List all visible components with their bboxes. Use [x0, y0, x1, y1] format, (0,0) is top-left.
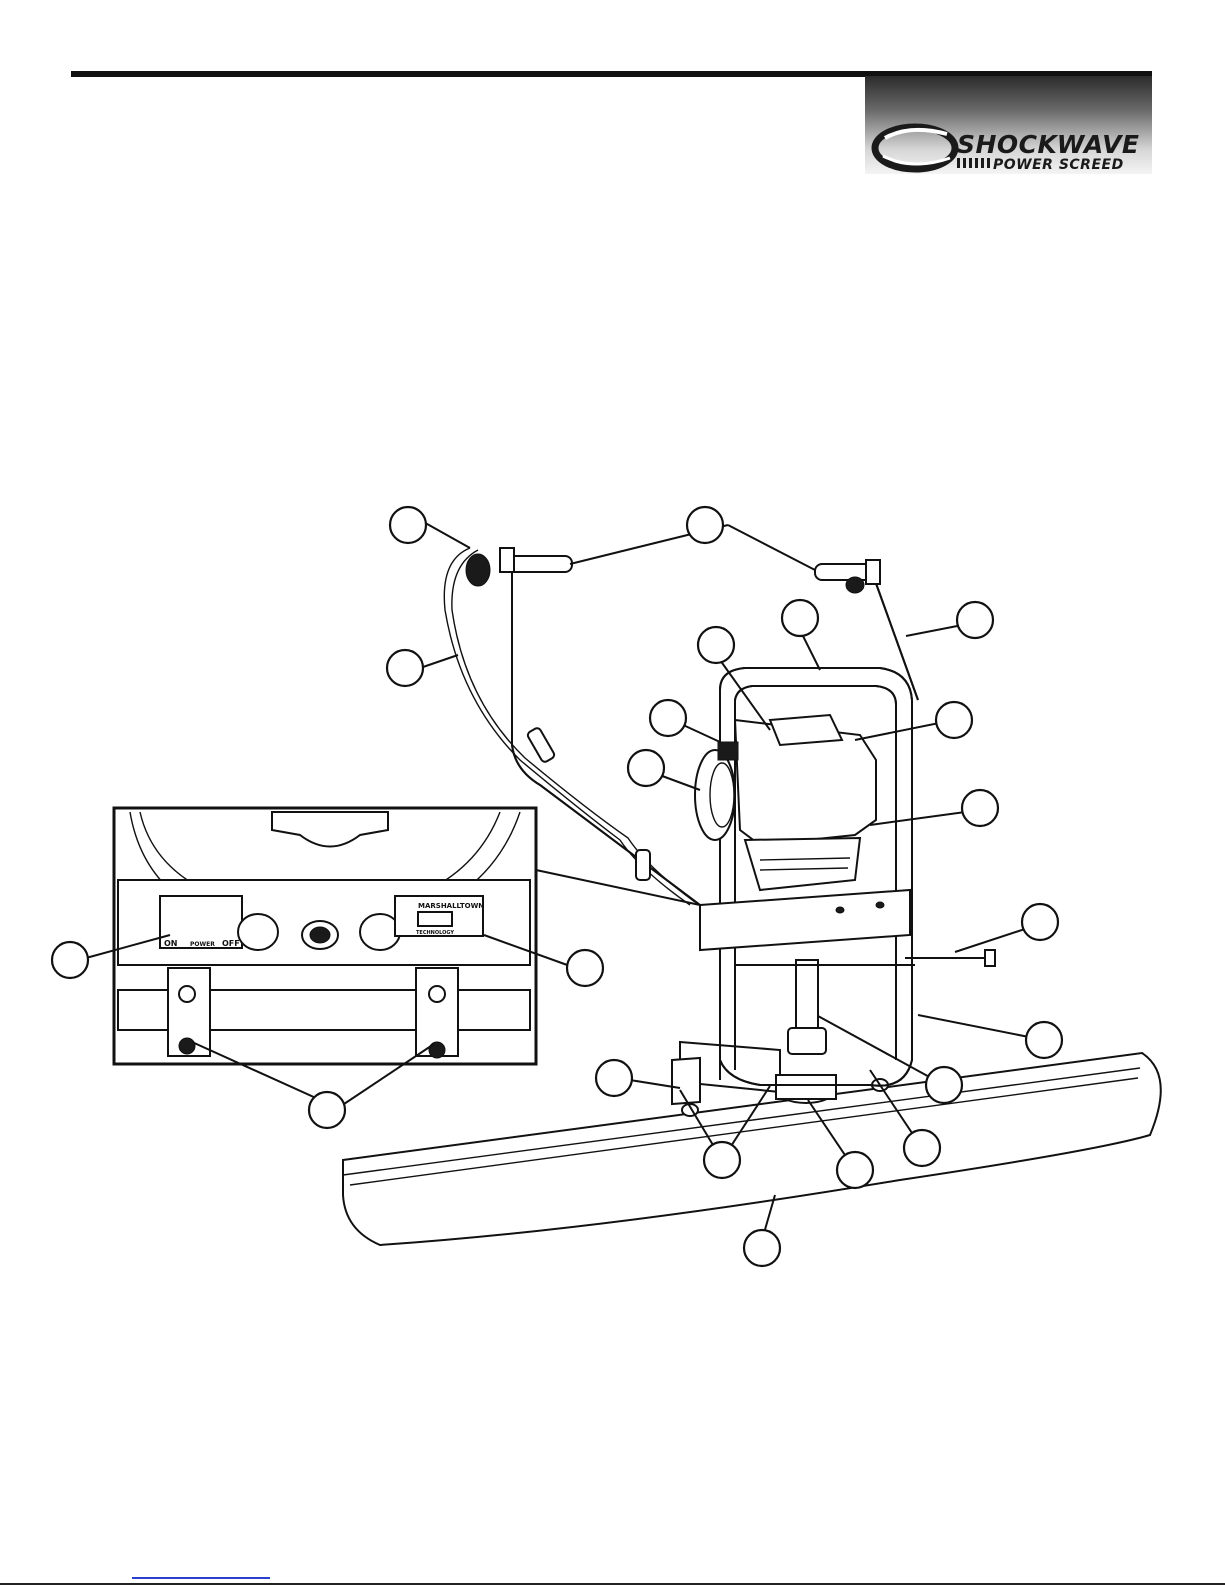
callout-marker: [687, 507, 723, 543]
callout-marker: [744, 1230, 780, 1266]
callout-marker: [52, 942, 88, 978]
callout-marker: [309, 1092, 345, 1128]
callout-marker: [1022, 904, 1058, 940]
callout-marker: [390, 507, 426, 543]
callout-marker: [957, 602, 993, 638]
meter-technology-label: TECHNOLOGY: [416, 930, 454, 936]
footer-link-underline[interactable]: [132, 1577, 270, 1579]
callout-marker: [628, 750, 664, 786]
switch-power-label: POWER: [190, 941, 215, 948]
switch-off-label: OFF: [222, 939, 240, 948]
fuel-cap: [718, 742, 738, 760]
recoil-starter: [695, 750, 735, 840]
callout-marker: [596, 1060, 632, 1096]
callout-marker: [936, 702, 972, 738]
callout-marker: [904, 1130, 940, 1166]
callout-marker: [387, 650, 423, 686]
vibration-shaft: [788, 960, 826, 1054]
marshalltown-label: MARSHALLTOWN: [418, 902, 484, 910]
callout-marker: [926, 1067, 962, 1103]
callout-marker: [704, 1142, 740, 1178]
callout-marker: [962, 790, 998, 826]
callout-marker: [837, 1152, 873, 1188]
callout-marker: [567, 950, 603, 986]
callout-marker: [782, 600, 818, 636]
transport-bar: [905, 950, 995, 966]
callout-marker: [1026, 1022, 1062, 1058]
callout-marker: [698, 627, 734, 663]
callout-marker: [650, 700, 686, 736]
control-panel-inset: ON POWER OFF MARSHALLTOWN TECHNOLOGY: [114, 808, 536, 1064]
switch-on-label: ON: [164, 939, 178, 948]
